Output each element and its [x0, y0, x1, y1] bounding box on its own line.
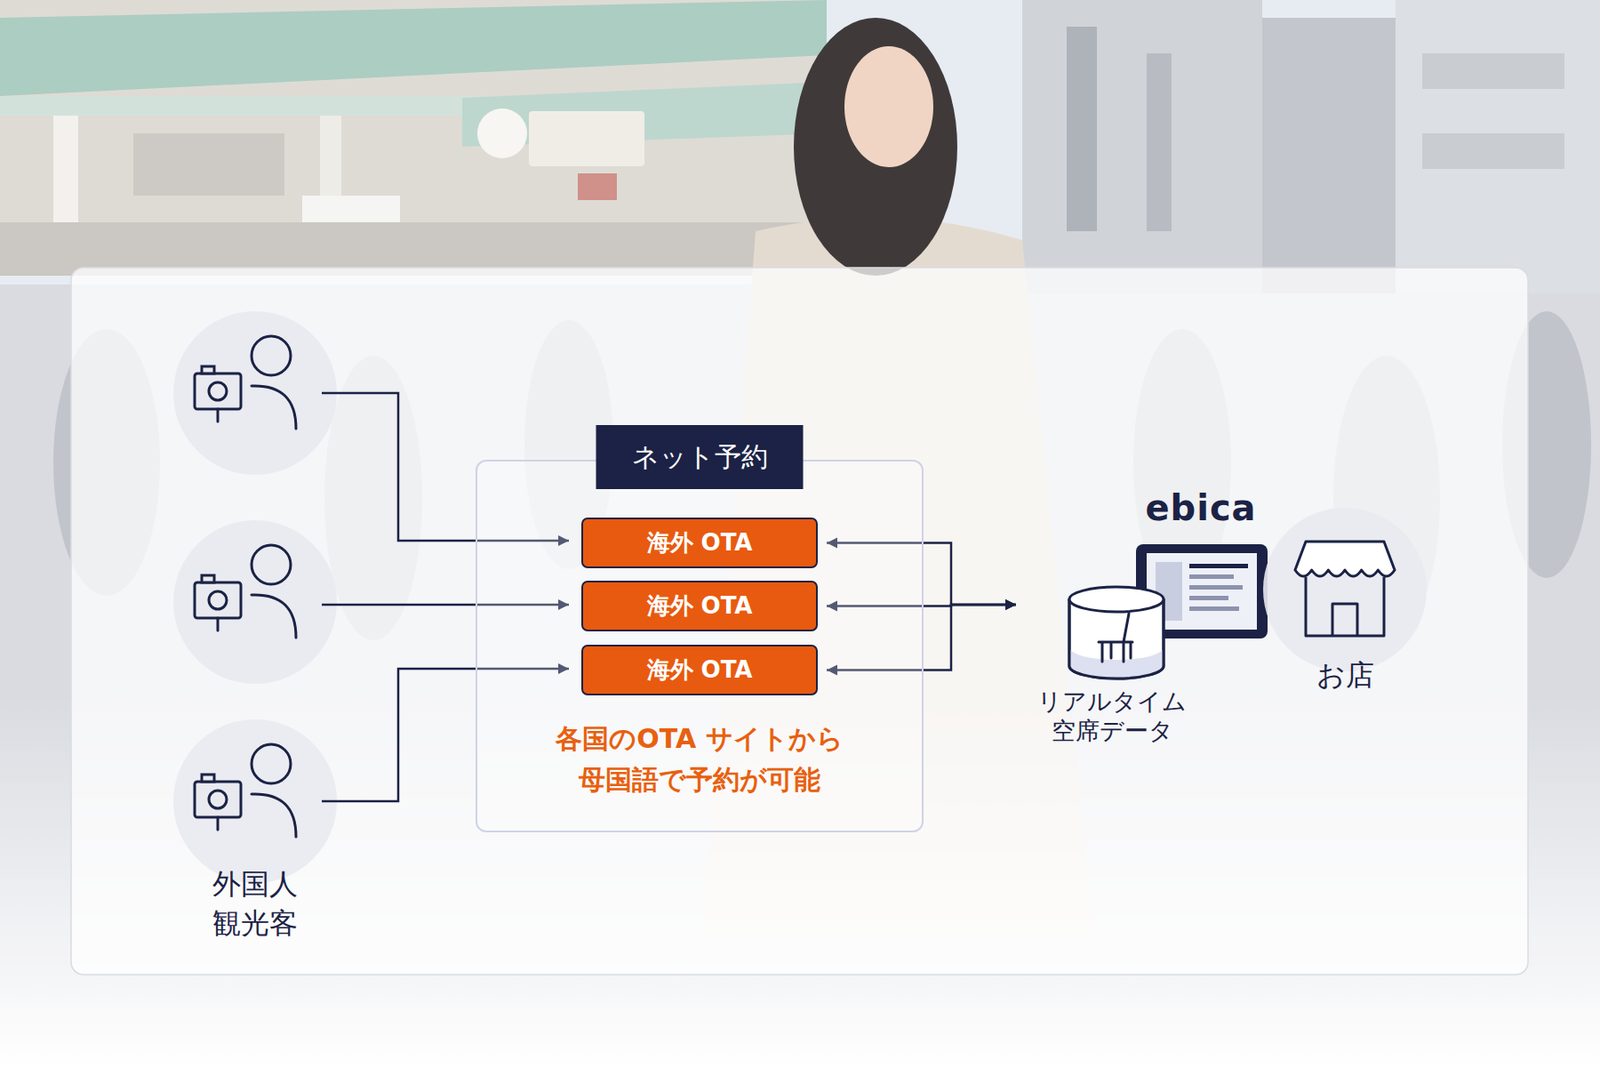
- store-icon: [1263, 507, 1427, 672]
- store-icon: [1263, 507, 1427, 672]
- node-caption: リアルタイム 空席データ: [1032, 686, 1192, 745]
- group-note: 各国のOTA サイトから 母国語で予約が可能: [548, 718, 851, 800]
- city-buildings: [1395, 0, 1600, 294]
- tablet-icon: [1189, 563, 1248, 568]
- booking-box: 海外 OTA: [581, 644, 818, 696]
- temple-building: [0, 0, 827, 276]
- booking-group: ネット予約各国のOTA サイトから 母国語で予約が可能海外 OTA海外 OTA海…: [475, 459, 924, 832]
- tourist-icon: [216, 617, 220, 631]
- box-label: 海外 OTA: [647, 654, 753, 686]
- tourist-icon: [251, 385, 296, 429]
- store-node: お店: [1263, 507, 1427, 696]
- tourist-icon: [173, 719, 337, 883]
- temple-building: [477, 108, 528, 159]
- brand-name: ebica: [1144, 485, 1256, 530]
- panel: [71, 267, 1528, 975]
- tourist-icon: [251, 744, 291, 784]
- tourist-icon: [251, 793, 296, 837]
- temple-building: [133, 133, 285, 196]
- database-icon: [1069, 586, 1164, 679]
- tourist-icon: [201, 366, 215, 374]
- temple-building: [0, 0, 827, 276]
- woman-figure: [844, 46, 934, 168]
- city-buildings: [1146, 53, 1172, 232]
- database-icon: [1069, 586, 1164, 612]
- tourist-icon: [251, 336, 291, 376]
- tourist-icon: [194, 336, 296, 429]
- tourist-icon: [201, 575, 215, 583]
- tourist-icon: [173, 520, 337, 684]
- tourist-icon: [173, 520, 337, 684]
- tablet-icon: [1189, 595, 1229, 600]
- store-icon: [1295, 541, 1395, 576]
- temple-building: [528, 111, 645, 167]
- box-label: 海外 OTA: [647, 590, 753, 622]
- tablet-icon: [1189, 606, 1240, 611]
- database-node: リアルタイム 空席データ: [1024, 582, 1200, 745]
- tourist-icon: [208, 382, 227, 400]
- booking-box: 海外 OTA: [581, 580, 818, 632]
- tourist-caption: 外国人 観光客: [188, 864, 322, 943]
- booking-box: 海外 OTA: [581, 517, 818, 568]
- tourist-icon: [216, 408, 220, 422]
- tourist-icon: [208, 591, 227, 609]
- store-icon: [1305, 576, 1384, 636]
- tourist-icon: [208, 790, 227, 808]
- tourist-icon: [194, 544, 296, 638]
- city-buildings: [1422, 53, 1565, 89]
- tourist-icon: [216, 816, 220, 830]
- tourist-icon: [173, 311, 337, 475]
- tourist-icon: [201, 774, 215, 782]
- node-caption: お店: [1263, 656, 1427, 693]
- tourist-icon: [173, 719, 337, 883]
- database-icon: [1098, 613, 1133, 662]
- temple-building: [577, 173, 617, 200]
- tablet-icon: [1189, 584, 1243, 590]
- tourist-icon: [194, 744, 296, 837]
- city-buildings: [1262, 17, 1396, 294]
- group-heading: ネット予約: [596, 424, 804, 489]
- box-label: 海外 OTA: [647, 527, 753, 559]
- tourist-icon: [194, 582, 241, 618]
- tourist-icon: [194, 373, 241, 409]
- tourist-icon: [173, 311, 337, 475]
- tourist-icon: [251, 594, 296, 638]
- tourist-icon: [194, 781, 241, 817]
- temple-building: [0, 0, 827, 96]
- city-buildings: [1022, 0, 1600, 294]
- city-buildings: [1422, 133, 1565, 169]
- city-buildings: [1022, 0, 1263, 294]
- woman-figure: [793, 17, 958, 276]
- tablet-icon: [1189, 574, 1234, 579]
- tourist-icon: [251, 544, 291, 584]
- city-buildings: [1066, 26, 1097, 232]
